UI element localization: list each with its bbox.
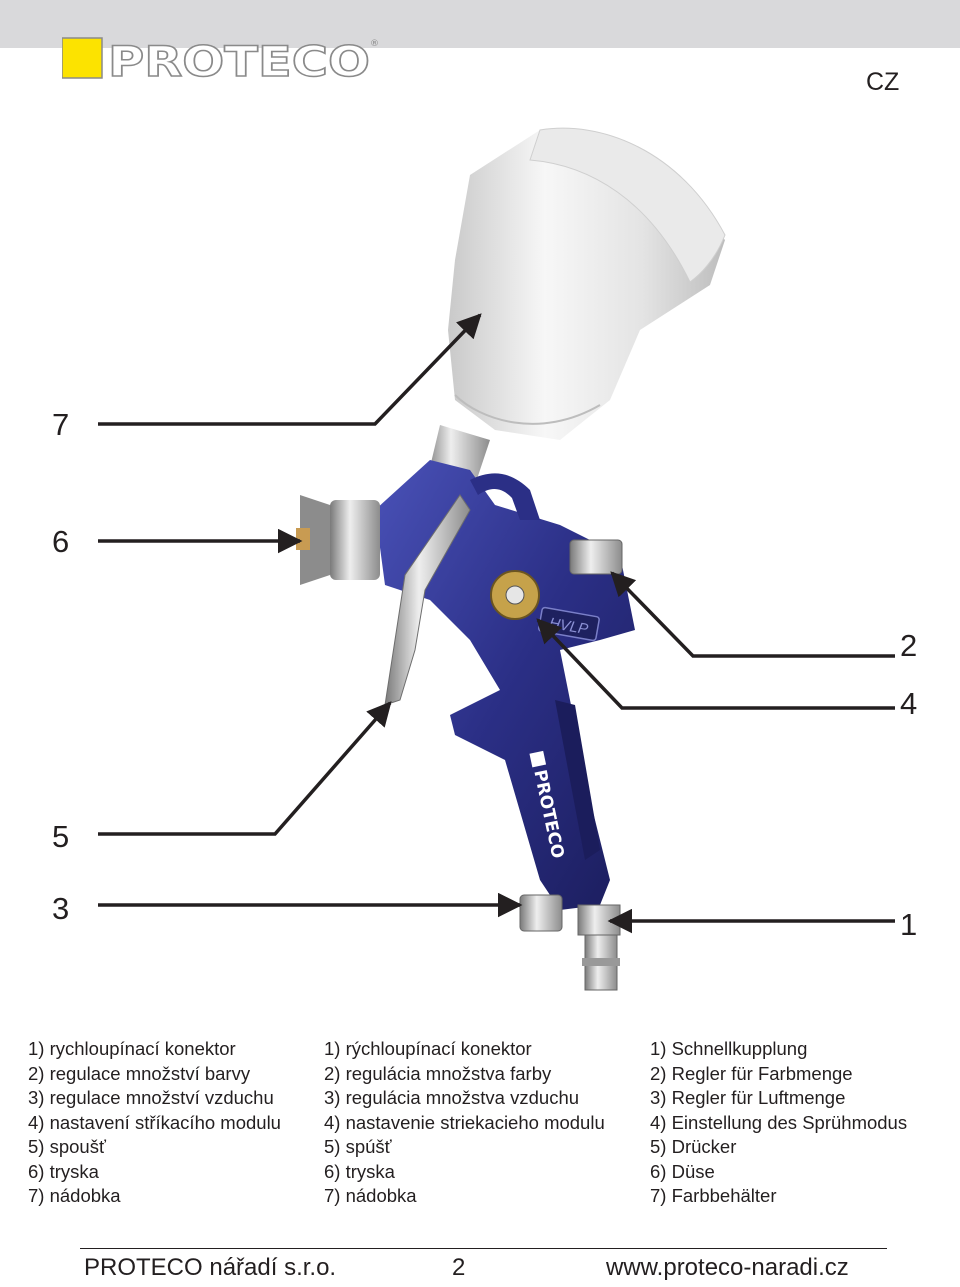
legend-item: 7) nádobka: [28, 1185, 121, 1206]
legend-item: 5) Drücker: [650, 1136, 737, 1157]
legend-item: 1) Schnellkupplung: [650, 1038, 808, 1059]
legend-item: 1) rychloupínací konektor: [28, 1038, 236, 1059]
footer-rule: [80, 1248, 887, 1249]
air-regulator-knob: [519, 894, 563, 932]
callout-6: 6: [52, 524, 70, 559]
proteco-logo: PROTECO ®: [62, 36, 379, 84]
footer-page-number: 2: [452, 1254, 466, 1281]
gun-body: HVLP PROTECO: [375, 460, 635, 910]
legend-item: 1) rýchloupínací konektor: [324, 1038, 532, 1059]
legend-item: 5) spúšť: [324, 1136, 392, 1157]
paint-cup: [448, 127, 726, 440]
legend-item: 4) Einstellung des Sprühmodus: [650, 1111, 908, 1133]
footer-website: www.proteco-naradi.cz: [606, 1254, 849, 1281]
footer-company: PROTECO nářadí s.r.o.: [84, 1254, 337, 1281]
spray-gun-illustration: HVLP PROTECO: [98, 127, 895, 991]
legend-item: 3) regulace množství vzduchu: [28, 1087, 274, 1108]
paint-regulator-knob: [569, 539, 623, 575]
legend-item: 3) Regler für Luftmenge: [650, 1087, 846, 1108]
trigger: [384, 494, 471, 706]
legend-item: 7) nádobka: [324, 1185, 417, 1206]
legend-item: 4) nastavení stříkacího modulu: [28, 1111, 281, 1133]
header-bar: [0, 0, 960, 48]
legend-sk: 1) rýchloupínací konektor 2) regulácia m…: [324, 1037, 605, 1209]
legend-item: 7) Farbbehälter: [650, 1185, 777, 1206]
quick-connector: [577, 904, 621, 991]
legend-item: 6) tryska: [324, 1160, 395, 1182]
leader-lines: [98, 313, 895, 934]
legend-de: 1) Schnellkupplung 2) Regler für Farbmen…: [650, 1037, 907, 1209]
callout-2: 2: [900, 628, 918, 663]
legend-item: 3) regulácia množstva vzduchu: [324, 1087, 580, 1108]
legend-item: 4) nastavenie striekacieho modulu: [324, 1111, 605, 1133]
svg-text:®: ®: [370, 39, 379, 49]
legend-item: 2) Regler für Farbmenge: [650, 1062, 853, 1084]
callout-5: 5: [52, 819, 70, 854]
callout-4: 4: [900, 686, 918, 721]
callout-3: 3: [52, 891, 70, 926]
logo-text: PROTECO: [108, 37, 370, 84]
legend-item: 6) tryska: [28, 1160, 99, 1182]
legend-cz: 1) rychloupínací konektor 2) regulace mn…: [28, 1037, 281, 1209]
callout-1: 1: [900, 907, 918, 942]
language-code: CZ: [866, 68, 900, 96]
legend-item: 2) regulace množství barvy: [28, 1062, 251, 1084]
legend-item: 5) spoušť: [28, 1136, 106, 1157]
nozzle-head: [296, 495, 380, 585]
legend-item: 2) regulácia množstva farby: [324, 1062, 552, 1084]
callout-7: 7: [52, 407, 70, 442]
legend-item: 6) Düse: [650, 1160, 715, 1182]
